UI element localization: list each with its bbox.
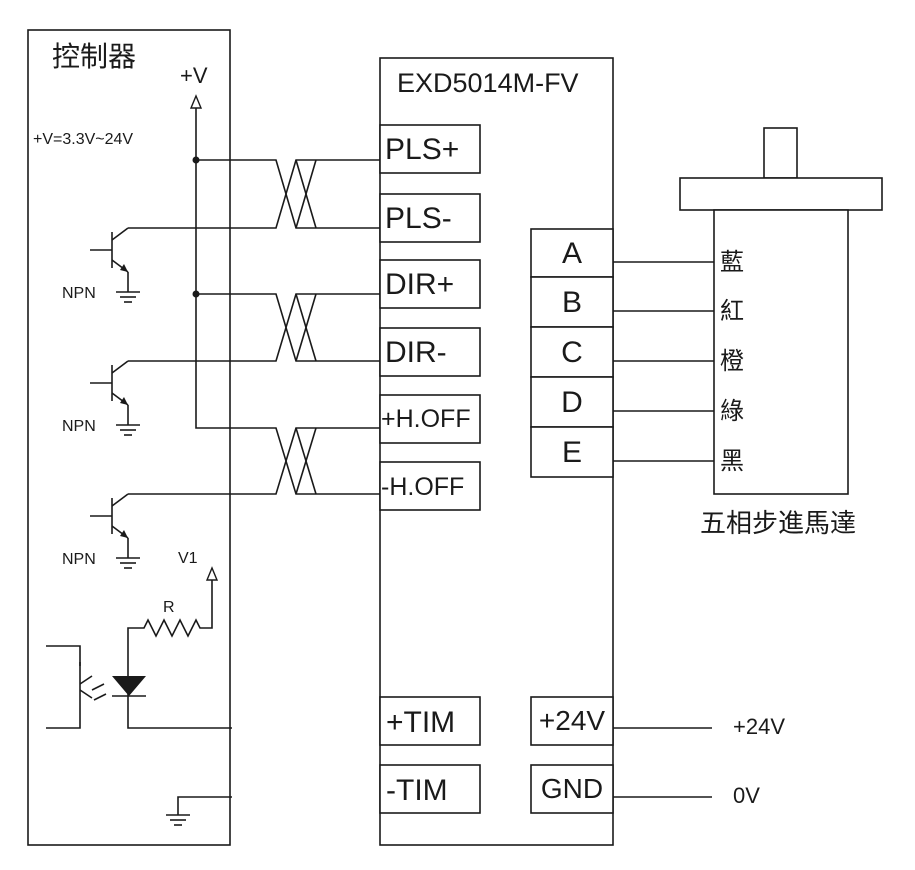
npn-label: NPN: [62, 418, 96, 435]
motor-pin-box: C: [530, 326, 614, 378]
vrange-label: +V=3.3V~24V: [33, 131, 133, 148]
controller-box: [27, 29, 231, 846]
pin-label: A: [562, 237, 582, 270]
pin-label: -H.OFF: [381, 473, 464, 501]
pin-box: -H.OFF: [379, 461, 481, 511]
resistor-icon: [127, 580, 232, 729]
motor-pin-box: B: [530, 276, 614, 328]
pin-label: B: [562, 286, 582, 319]
pin-label: +TIM: [386, 706, 455, 739]
power-pin-box: GND: [530, 764, 614, 814]
npn-transistor-icon: [90, 227, 232, 303]
pin-box: PLS+: [379, 124, 481, 174]
wire-color-label: 藍: [720, 249, 744, 276]
wire-color-label: 紅: [720, 298, 744, 325]
ground-icon: [166, 796, 232, 826]
motor-name: 五相步進馬達: [700, 508, 856, 538]
pin-label: DIR-: [385, 336, 447, 369]
pin-box: +TIM: [379, 696, 481, 746]
twisted-pair-1: [232, 159, 380, 229]
pin-box: DIR-: [379, 327, 481, 377]
pin-label: PLS-: [385, 202, 452, 235]
stepper-motor-icon: [679, 127, 883, 495]
npn-label: NPN: [62, 551, 96, 568]
npn-label: NPN: [62, 285, 96, 302]
power-0v-label: 0V: [733, 783, 760, 808]
controller-title: 控制器: [52, 41, 136, 72]
power-pin-box: +24V: [530, 696, 614, 746]
power-24v-label: +24V: [733, 714, 785, 739]
pin-box: DIR+: [379, 259, 481, 309]
motor-pin-box: E: [530, 426, 614, 478]
pin-label: DIR+: [385, 268, 454, 301]
optocoupler-icon: [46, 645, 146, 729]
wire-color-label: 綠: [720, 398, 744, 425]
pin-label: +24V: [539, 705, 605, 736]
npn-transistor-icon: [90, 493, 232, 569]
vplus-arrow-icon: [189, 94, 203, 109]
twisted-pair-3: [232, 427, 380, 495]
motor-pin-box: D: [530, 376, 614, 428]
pin-box: -TIM: [379, 764, 481, 814]
pin-label: C: [561, 336, 583, 369]
pin-label: D: [561, 386, 583, 419]
pin-label: E: [562, 436, 582, 469]
twisted-pair-2: [232, 293, 380, 362]
pin-label: +H.OFF: [381, 405, 471, 433]
motor-pin-box: A: [530, 228, 614, 278]
npn-transistor-icon: [90, 360, 232, 436]
v1-label: V1: [178, 550, 198, 567]
wire-color-label: 黑: [720, 448, 744, 475]
resistor-label: R: [163, 599, 175, 616]
vplus-rail: [195, 108, 232, 429]
vplus-label: +V: [180, 63, 208, 88]
pin-box: +H.OFF: [379, 394, 481, 444]
pin-label: GND: [541, 773, 603, 804]
wire-color-label: 橙: [720, 348, 744, 375]
pin-box: PLS-: [379, 193, 481, 243]
pin-label: PLS+: [385, 133, 459, 166]
pin-label: -TIM: [386, 774, 448, 807]
driver-model: EXD5014M-FV: [397, 68, 579, 98]
